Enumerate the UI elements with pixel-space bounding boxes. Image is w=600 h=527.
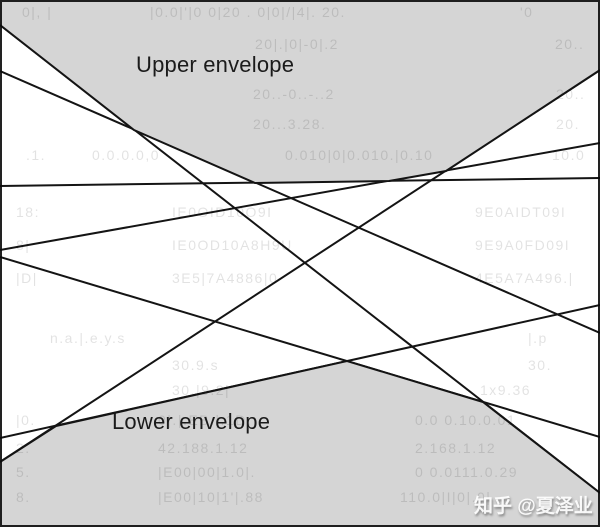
scanned-text-fragment: 0|, | xyxy=(22,4,53,20)
scanned-text-fragment: 8| xyxy=(16,237,31,253)
upper-envelope-label: Upper envelope xyxy=(136,52,295,77)
arrangement-line-2 xyxy=(0,70,600,334)
scanned-text-fragment: 42.188.1.12 xyxy=(158,440,249,456)
scanned-text-fragment: 18: xyxy=(16,204,40,220)
scanned-text-fragment: |.p xyxy=(528,330,548,346)
scanned-text-fragment: 110.0|I|0|.0| xyxy=(400,489,492,505)
scanned-text-fragment: 3E5|7A4886|0 xyxy=(172,270,279,286)
scanned-text-fragment: 0|.|.EB.|.1D. xyxy=(158,412,253,428)
scanned-text-fragment: |0. xyxy=(16,412,36,428)
arrangement-line-5 xyxy=(0,256,600,438)
scanned-text-fragment: 0.0.0.0,0 xyxy=(92,147,160,163)
scanned-text-fragment: IE0OID10O9I xyxy=(172,204,273,220)
scanned-text-fragment: '0 xyxy=(520,4,534,20)
lower-envelope-boundary xyxy=(0,359,600,494)
scanned-text-fragment: 20...3.28. xyxy=(253,116,327,132)
scanned-text-fragment: 0.010|0|0.010.|0.10 xyxy=(285,147,434,163)
scanned-text-fragment: |0.0|'|0 0|20 . 0|0|/|4|. 20. xyxy=(150,4,346,20)
lower-envelope-region xyxy=(0,361,600,527)
scanned-text-fragment: 2.168.1.12 xyxy=(415,440,497,456)
scanned-text-fragment: 2. xyxy=(16,440,31,456)
lower-envelope-label: Lower envelope xyxy=(112,409,271,434)
scanned-text-fragment: 20.. xyxy=(556,86,586,102)
scanned-text-fragment: 30.|9.2| xyxy=(172,382,231,398)
scanned-text-fragment: |E00|00|1.0|. xyxy=(158,464,256,480)
scanned-text-fragment: 30. xyxy=(528,357,552,373)
scanned-text-fragment: IE0OD10A8H9U xyxy=(172,237,293,253)
scanned-text-fragment: 1x9.36 xyxy=(480,382,532,398)
scanned-text-fragment: 4E5A7A496.| xyxy=(475,270,574,286)
scanned-text-fragment: 9E0AIDT09I xyxy=(475,204,567,220)
scanned-text-fragment: 20..-0..-..2 xyxy=(253,86,335,102)
upper-envelope-boundary xyxy=(0,24,600,185)
scanned-text-fragment: 20. xyxy=(556,116,580,132)
scanned-text-fragment: 20|.|0|-0|.2 xyxy=(255,36,339,52)
scanned-text-fragment: 20.. xyxy=(555,36,585,52)
scanned-text-fragment: |E00|10|1'|.88 xyxy=(158,489,264,505)
scanned-text-fragment: 8. xyxy=(16,489,31,505)
scanned-text-fragment: 0 0.0111.0.29 xyxy=(415,464,519,480)
scanned-text-fragment: |D| xyxy=(16,270,38,286)
arrangement-line-4 xyxy=(0,142,600,251)
upper-envelope-region xyxy=(0,0,600,183)
scanned-text-fragment: 9E9A0FD09I xyxy=(475,237,571,253)
scanned-text-fragment: n.a.|.e.y.s xyxy=(50,330,126,346)
zhihu-author-watermark: 知乎 @夏泽业 xyxy=(474,496,593,517)
scanned-text-fragment: 5. xyxy=(16,464,31,480)
scanned-text-fragment: 30.9.s xyxy=(172,357,220,373)
scanned-text-fragment: 10.0 xyxy=(552,147,586,163)
scanned-text-fragment: .1. xyxy=(26,147,47,163)
scanned-text-fragment: 0.0 0.10.0.01 xyxy=(415,412,517,428)
